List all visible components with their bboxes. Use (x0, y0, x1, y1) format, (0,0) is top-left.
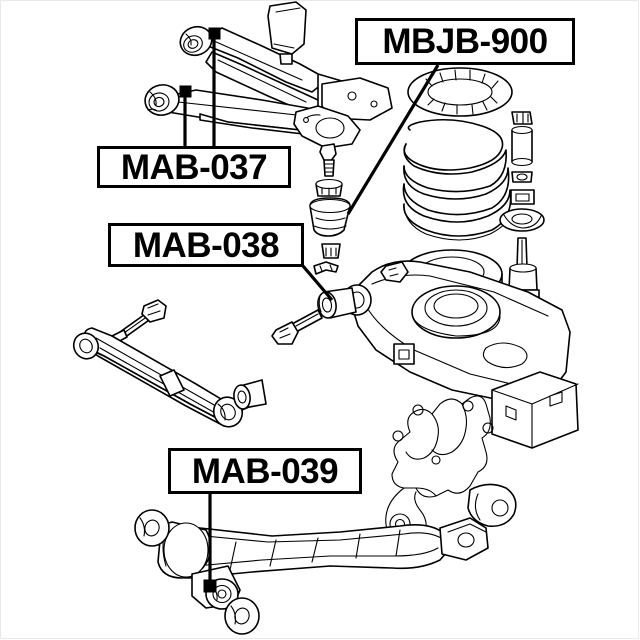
lower-arm-bushing-group (271, 287, 357, 345)
upper-control-arm (144, 1, 393, 149)
lower-control-arm (342, 260, 579, 449)
trailing-arm-front-bushing (157, 521, 212, 579)
ball-joint-boot (309, 197, 351, 237)
control-arm-nut (380, 261, 409, 283)
subframe-bracket (491, 371, 579, 449)
callout-mab-037-label: MAB-037 (120, 147, 268, 187)
coil-spring (402, 118, 513, 241)
callout-mab-038-label: MAB-038 (132, 225, 280, 265)
shock-mount-bushing (499, 208, 545, 232)
shock-nut (511, 111, 533, 125)
boot-clip (321, 243, 341, 259)
link-bolt (111, 299, 167, 344)
shock-spacer (510, 189, 535, 205)
leader-dot-mab037-b (208, 27, 221, 40)
shock-washer (511, 171, 533, 183)
callout-mab-038[interactable]: MAB-038 (108, 223, 304, 267)
upper-arm-bushing-left (179, 25, 213, 57)
leader-dot-mab039 (203, 579, 217, 593)
lower-arm-bolt (271, 309, 323, 345)
bump-stop (511, 125, 533, 167)
trailing-arm (134, 483, 517, 635)
link-bushing-outer (233, 379, 267, 410)
upper-arm-bushing-right (144, 84, 180, 116)
lower-arm-bushing (317, 287, 357, 319)
leader-mab038 (301, 264, 334, 302)
callout-mab-039[interactable]: MAB-039 (168, 448, 362, 494)
leader-dot-mab037-a (179, 85, 192, 98)
upper-spring-seat (407, 67, 513, 117)
callout-mbjb-900-label: MBJB-900 (382, 22, 548, 61)
callout-mab-037[interactable]: MAB-037 (97, 146, 291, 188)
knuckle (385, 395, 494, 545)
lateral-link (72, 299, 267, 428)
leader-mbjb900 (346, 64, 440, 215)
trailing-arm-washer-front (134, 509, 170, 547)
ball-joint-assembly (309, 143, 351, 275)
boot-retaining-ring (315, 178, 343, 197)
callout-mab-039-label: MAB-039 (191, 451, 339, 491)
callout-mbjb-900[interactable]: MBJB-900 (355, 18, 575, 65)
leader-lines (179, 27, 440, 593)
link-eye-left (72, 332, 100, 360)
trailing-arm-washer-rear (224, 597, 260, 635)
